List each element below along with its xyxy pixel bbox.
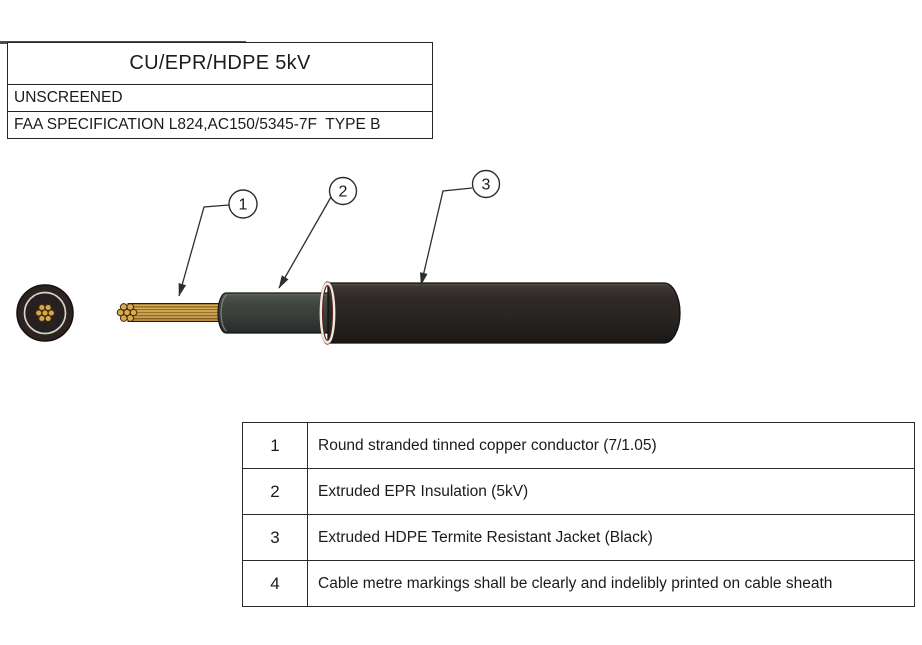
faa-spec-label: FAA SPECIFICATION L824,AC150/5345-7F TYP… (8, 111, 432, 138)
part-number: 4 (243, 561, 308, 606)
part-description: Extruded EPR Insulation (5kV) (318, 482, 529, 500)
part-description: Round stranded tinned copper conductor (… (318, 436, 657, 454)
part-description: Extruded HDPE Termite Resistant Jacket (… (318, 528, 653, 546)
parts-table: 1 Round stranded tinned copper conductor… (242, 422, 915, 607)
conductor-end-strands (116, 303, 138, 322)
cable-cutaway (116, 281, 681, 345)
callout-circle-2 (328, 176, 358, 206)
callout-number-2: 2 (339, 184, 348, 201)
insulation-body (217, 292, 331, 334)
cable-cross-section (16, 284, 74, 342)
cross-section-conductor-strands (35, 304, 55, 322)
jacket-body (327, 282, 681, 344)
title-block: CU/EPR/HDPE 5kV UNSCREENED FAA SPECIFICA… (7, 42, 433, 139)
callout-circle-3 (471, 169, 501, 199)
part-number: 2 (243, 469, 308, 514)
table-row: 1 Round stranded tinned copper conductor… (243, 423, 914, 468)
leader-line-3 (420, 187, 473, 286)
part-description: Cable metre markings shall be clearly an… (318, 574, 833, 592)
conductor-body (127, 303, 227, 322)
callout-number-3: 3 (482, 177, 491, 194)
cable-diagram: 1 2 3 (16, 169, 681, 345)
table-row: 2 Extruded EPR Insulation (5kV) (243, 468, 914, 514)
jacket-cut-face (319, 282, 336, 344)
leader-line-1 (178, 204, 230, 297)
callout-circle-1 (228, 189, 258, 219)
jacket-cut-inner-edge (322, 285, 334, 341)
leader-line-2 (278, 196, 332, 289)
cable-title: CU/EPR/HDPE 5kV (129, 52, 311, 74)
part-number: 3 (243, 515, 308, 560)
table-row: 4 Cable metre markings shall be clearly … (243, 560, 914, 606)
callout-number-1: 1 (239, 197, 248, 214)
callout-balloons: 1 2 3 (228, 169, 501, 219)
part-number: 1 (243, 423, 308, 468)
screen-type-label: UNSCREENED (8, 84, 432, 111)
callout-leaders (178, 187, 473, 297)
insulation-cut-edge (220, 294, 227, 332)
table-row: 3 Extruded HDPE Termite Resistant Jacket… (243, 514, 914, 560)
